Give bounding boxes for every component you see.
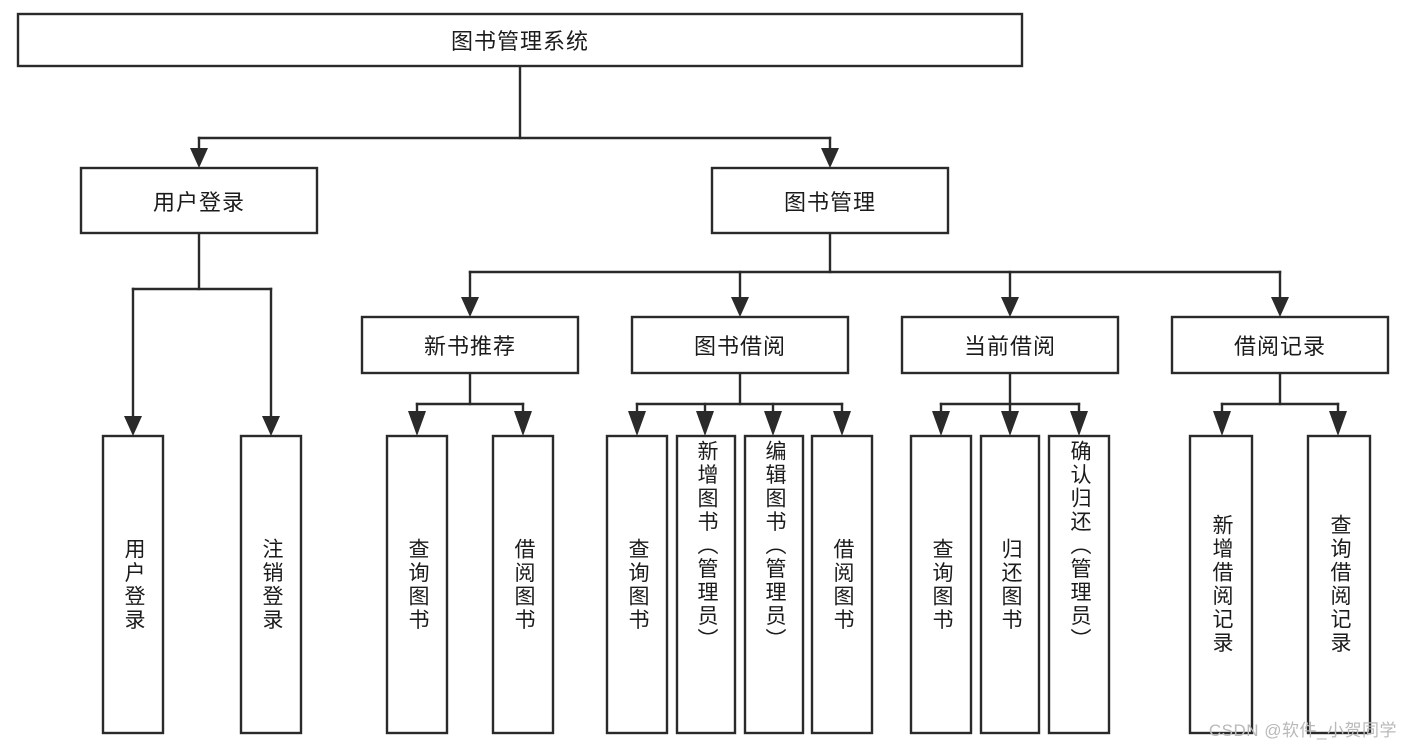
arrow-head-book-borrow — [731, 297, 749, 317]
arrow-head-user-login — [190, 148, 208, 168]
node-current-borrow[interactable] — [900, 315, 1120, 375]
arrow-head-leaf-add-record — [1213, 411, 1231, 436]
node-leaf-user-login[interactable] — [101, 434, 165, 735]
node-user-login[interactable] — [79, 166, 319, 235]
arrow-head-leaf-edit-book — [764, 411, 782, 436]
watermark-text: CSDN @软件_小贺同学 — [1208, 721, 1397, 740]
node-borrow-record[interactable] — [1170, 315, 1390, 375]
node-leaf-add-record[interactable] — [1188, 434, 1254, 735]
node-leaf-user-logout[interactable] — [239, 434, 303, 735]
arrow-head-leaf-return-book — [1001, 411, 1019, 436]
node-leaf-edit-book[interactable] — [743, 434, 805, 735]
arrow-head-book-management — [821, 148, 839, 168]
node-book-management[interactable] — [710, 166, 950, 235]
node-box-layer — [16, 12, 1390, 735]
arrow-head-leaf-confirm-return — [1070, 411, 1088, 436]
node-leaf-borrow-book-2[interactable] — [810, 434, 874, 735]
arrow-head-new-book-recommend — [461, 297, 479, 317]
arrow-head-leaf-add-book — [696, 411, 714, 436]
arrow-head-leaf-query-record — [1329, 411, 1347, 436]
node-leaf-borrow-book-1[interactable] — [491, 434, 555, 735]
arrow-head-borrow-record — [1271, 297, 1289, 317]
node-leaf-add-book[interactable] — [675, 434, 737, 735]
node-leaf-query-book-3[interactable] — [909, 434, 973, 735]
node-leaf-query-record[interactable] — [1306, 434, 1372, 735]
arrow-head-leaf-user-logout — [262, 416, 280, 436]
node-leaf-query-book-2[interactable] — [605, 434, 669, 735]
node-leaf-return-book[interactable] — [979, 434, 1041, 735]
arrow-head-leaf-query-book-2 — [628, 411, 646, 436]
arrow-head-leaf-borrow-book-2 — [833, 411, 851, 436]
node-new-book-recommend[interactable] — [360, 315, 580, 375]
node-book-borrow[interactable] — [630, 315, 850, 375]
arrow-head-leaf-borrow-book-1 — [514, 411, 532, 436]
arrow-head-leaf-query-book-1 — [408, 411, 426, 436]
arrow-head-current-borrow — [1001, 297, 1019, 317]
node-root[interactable] — [16, 12, 1024, 68]
node-leaf-confirm-return[interactable] — [1047, 434, 1111, 735]
arrow-head-leaf-query-book-3 — [932, 411, 950, 436]
connector-layer — [124, 64, 1347, 436]
arrow-head-leaf-user-login — [124, 416, 142, 436]
node-leaf-query-book-1[interactable] — [385, 434, 449, 735]
